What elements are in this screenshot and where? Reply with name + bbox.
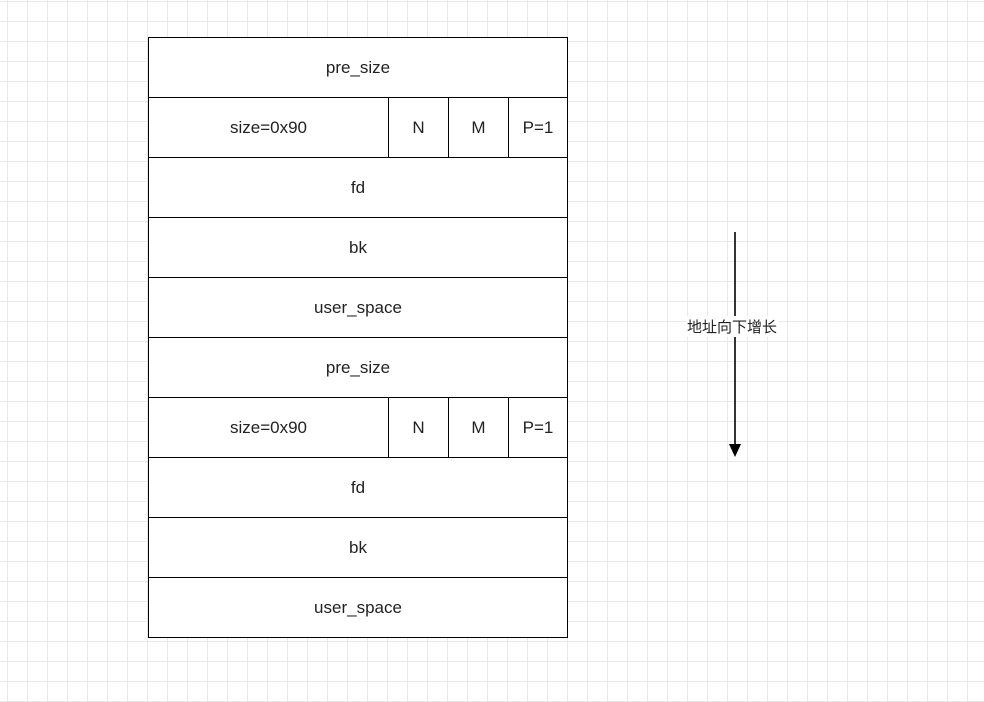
chunk-1-pre-size-row: pre_size <box>149 37 567 97</box>
pre-size-field: pre_size <box>325 57 391 77</box>
flag-p: P=1 <box>522 417 554 437</box>
flag-p: P=1 <box>522 117 554 137</box>
bk-field: bk <box>349 537 367 557</box>
fd-field: fd <box>350 477 366 497</box>
bk-field: bk <box>349 237 367 257</box>
flag-n: N <box>389 398 449 457</box>
flag-m: M <box>449 98 509 157</box>
chunk-2-bk-row: bk <box>149 517 567 577</box>
chunk-1-size-row: size=0x90 N M P=1 <box>149 97 567 157</box>
size-field: size=0x90 <box>149 98 389 157</box>
arrow-down-icon <box>729 232 741 457</box>
chunk-1-bk-row: bk <box>149 217 567 277</box>
user-space-field: user_space <box>314 597 402 617</box>
chunk-2-pre-size-row: pre_size <box>149 337 567 397</box>
arrow-label: 地址向下增长 <box>686 316 779 337</box>
heap-chunk-diagram: pre_size size=0x90 N M P=1 fd bk user_sp… <box>148 37 568 638</box>
chunk-2-size-row: size=0x90 N M P=1 <box>149 397 567 457</box>
pre-size-field: pre_size <box>325 357 391 377</box>
flag-n: N <box>389 98 449 157</box>
flag-m: M <box>449 398 509 457</box>
chunk-2-fd-row: fd <box>149 457 567 517</box>
size-field: size=0x90 <box>149 398 389 457</box>
fd-field: fd <box>350 177 366 197</box>
user-space-field: user_space <box>314 297 402 317</box>
chunk-2-user-space-row: user_space <box>149 577 567 637</box>
chunk-1-user-space-row: user_space <box>149 277 567 337</box>
chunk-1-fd-row: fd <box>149 157 567 217</box>
